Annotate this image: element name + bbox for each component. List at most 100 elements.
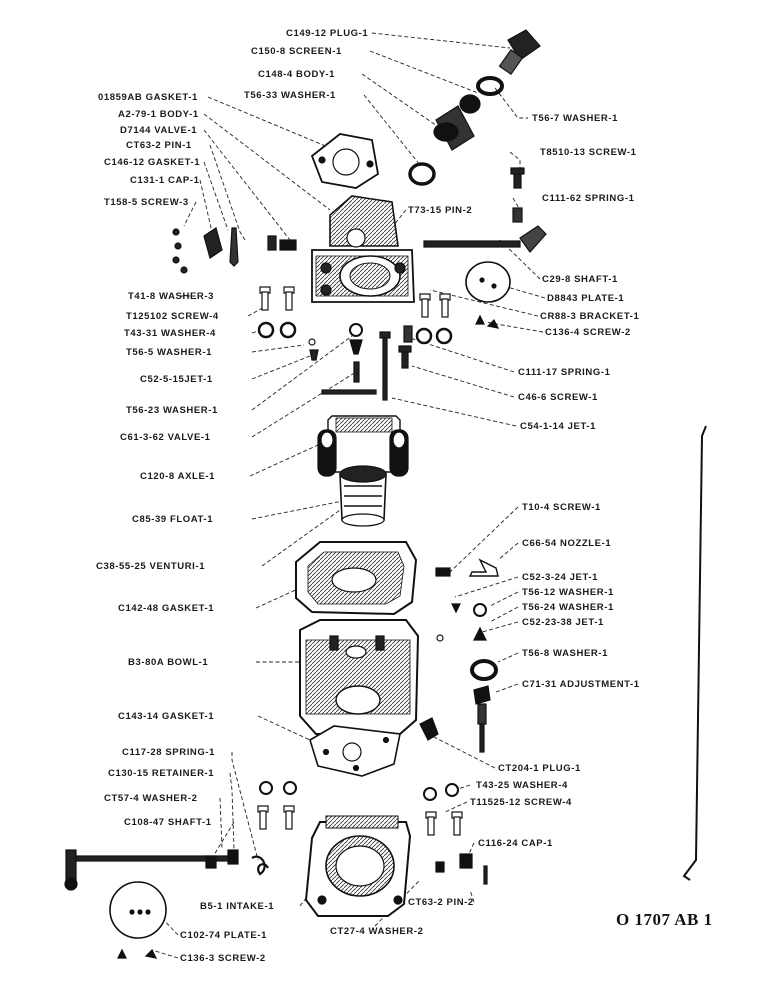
screw-part (435, 567, 451, 577)
pin-part (267, 235, 297, 251)
label-c146-12-gasket: C146-12 GASKET-1 (104, 157, 201, 168)
label-c52-5-15-jet: C52-5-15JET-1 (140, 374, 213, 385)
label-c130-15-retainer: C130-15 RETAINER-1 (108, 768, 215, 779)
label-b3-80a-bowl: B3-80A BOWL-1 (128, 657, 209, 668)
cap-part (459, 853, 473, 869)
spring-part (251, 855, 269, 876)
label-ct27-4-washer: CT27-4 WASHER-2 (330, 926, 424, 937)
valve-part (229, 227, 239, 267)
screw-part (398, 345, 412, 369)
plate-part (109, 881, 167, 939)
label-c52-3-24-jet: C52-3-24 JET-1 (522, 572, 598, 583)
screen-part (459, 94, 481, 114)
label-d8843-plate: D8843 PLATE-1 (547, 293, 625, 304)
fuel-body-part (433, 105, 475, 151)
rod-part (682, 425, 707, 881)
label-t56-33-washer: T56-33 WASHER-1 (244, 90, 336, 101)
float-part (317, 415, 409, 477)
label-c46-6-screw: C46-6 SCREW-1 (518, 392, 598, 403)
spring-part (512, 207, 523, 223)
washer-part (408, 162, 436, 186)
label-t56-7-washer: T56-7 WASHER-1 (532, 113, 619, 124)
label-c136-4-screw: C136-4 SCREW-2 (545, 327, 631, 338)
jet-part (451, 603, 461, 614)
screw-part (259, 286, 451, 318)
adjustment-part (473, 685, 491, 753)
label-c66-54-nozzle: C66-54 NOZZLE-1 (522, 538, 612, 549)
label-t56-23-washer: T56-23 WASHER-1 (126, 405, 218, 416)
label-ct57-4-washer: CT57-4 WASHER-2 (104, 793, 198, 804)
label-t10-4-screw: T10-4 SCREW-1 (522, 502, 601, 513)
label-c108-47-shaft: C108-47 SHAFT-1 (124, 817, 212, 828)
label-cr88-3-bracket: CR88-3 BRACKET-1 (540, 311, 640, 322)
label-c149-12-plug: C149-12 PLUG-1 (286, 28, 369, 39)
label-c117-28-spring: C117-28 SPRING-1 (122, 747, 216, 758)
gasket-part (309, 725, 401, 777)
shaft-part (423, 225, 547, 253)
washer-part (476, 76, 504, 96)
washer-part (470, 659, 498, 681)
plug-part (498, 29, 541, 76)
bowl-part (299, 619, 420, 735)
label-t56-12-washer: T56-12 WASHER-1 (522, 587, 614, 598)
washer-part (259, 781, 459, 801)
pin-part (483, 865, 488, 885)
label-t56-5-washer: T56-5 WASHER-1 (126, 347, 213, 358)
label-c52-23-38-jet: C52-23-38 JET-1 (522, 617, 604, 628)
gasket-part (310, 133, 379, 189)
label-c85-39-float: C85-39 FLOAT-1 (132, 514, 214, 525)
gasket-part (295, 541, 418, 616)
label-c143-14-gasket: C143-14 GASKET-1 (118, 711, 215, 722)
label-t158-5-screw: T158-5 SCREW-3 (104, 197, 189, 208)
washer-part (257, 321, 453, 345)
cap-part (203, 227, 223, 259)
screw-part (172, 228, 188, 274)
label-t11525-12-screw: T11525-12 SCREW-4 (470, 797, 572, 808)
label-ct63-2-pin-bottom: CT63-2 PIN-2 (408, 897, 474, 908)
label-c54-1-14-jet: C54-1-14 JET-1 (520, 421, 596, 432)
spring-part (403, 325, 413, 343)
label-t56-8-washer: T56-8 WASHER-1 (522, 648, 609, 659)
label-t56-24-washer: T56-24 WASHER-1 (522, 602, 614, 613)
label-b5-1-intake: B5-1 INTAKE-1 (200, 901, 275, 912)
screw-part (257, 805, 463, 836)
nozzle-part (468, 558, 499, 577)
label-c142-48-gasket: C142-48 GASKET-1 (118, 603, 215, 614)
shaft-part (321, 389, 377, 395)
label-c102-74-plate: C102-74 PLATE-1 (180, 930, 267, 941)
label-t73-15-pin: T73-15 PIN-2 (408, 205, 473, 216)
retainer-part (227, 849, 239, 865)
label-c111-17-spring: C111-17 SPRING-1 (518, 367, 611, 378)
jet-part (473, 626, 487, 641)
plug-part (419, 717, 439, 741)
screw-part (117, 948, 158, 959)
venturi-part (339, 465, 387, 527)
plate-part (465, 261, 511, 303)
label-t125102-screw: T125102 SCREW-4 (126, 311, 219, 322)
label-01859ab-gasket: 01859AB GASKET-1 (98, 92, 198, 103)
jet-part (379, 331, 391, 401)
label-c150-8-screen: C150-8 SCREEN-1 (251, 46, 342, 57)
washer-part (308, 323, 363, 346)
label-c111-62-spring: C111-62 SPRING-1 (542, 193, 635, 204)
label-ct204-1-plug: CT204-1 PLUG-1 (498, 763, 581, 774)
label-c38-55-25-venturi: C38-55-25 VENTURI-1 (96, 561, 206, 572)
label-c136-3-screw: C136-3 SCREW-2 (180, 953, 266, 964)
screw-part (475, 314, 500, 329)
jet-part (309, 339, 363, 383)
label-c116-24-cap: C116-24 CAP-1 (478, 838, 553, 849)
label-d7144-valve: D7144 VALVE-1 (120, 125, 198, 136)
washer-part (205, 855, 445, 873)
label-t43-31-washer: T43-31 WASHER-4 (124, 328, 216, 339)
label-t43-25-washer: T43-25 WASHER-4 (476, 780, 568, 791)
label-t8510-13-screw: T8510-13 SCREW-1 (540, 147, 637, 158)
label-t41-8-washer: T41-8 WASHER-3 (128, 291, 215, 302)
label-c120-8-axle: C120-8 AXLE-1 (140, 471, 216, 482)
screw-part (510, 167, 525, 189)
intake-part (304, 815, 412, 917)
label-c61-3-62-valve: C61-3-62 VALVE-1 (120, 432, 211, 443)
label-c131-cap: C131-1 CAP-1 (130, 175, 200, 186)
label-a2-79-body: A2-79-1 BODY-1 (118, 109, 199, 120)
